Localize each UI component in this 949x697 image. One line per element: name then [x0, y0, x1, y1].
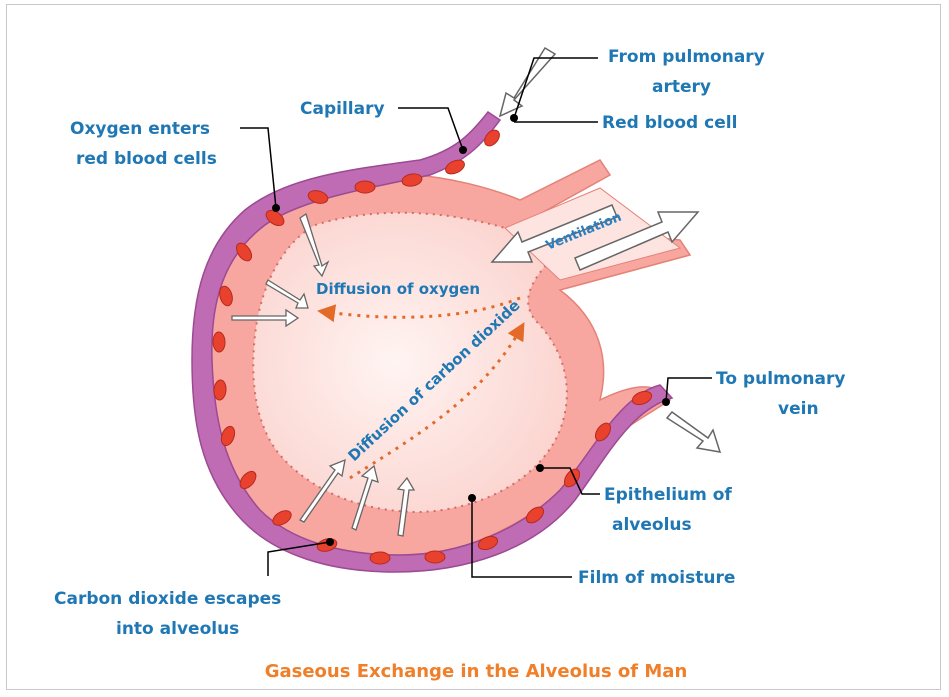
label-capillary: Capillary: [300, 99, 385, 119]
label-red-blood-cell: Red blood cell: [602, 113, 737, 133]
label-to-pulmonary-vein: To pulmonary: [716, 369, 845, 389]
label-epithelium: Epithelium of: [604, 485, 732, 505]
label-epithelium-line2: alveolus: [612, 515, 692, 535]
label-from-pulmonary-artery-line2: artery: [652, 77, 711, 97]
label-from-pulmonary-artery: From pulmonary: [608, 47, 765, 67]
label-diffusion-oxygen: Diffusion of oxygen: [316, 280, 480, 298]
label-co2-escapes: Carbon dioxide escapes: [54, 589, 281, 609]
label-oxygen-enters-line2: red blood cells: [76, 149, 217, 169]
label-oxygen-enters: Oxygen enters: [70, 119, 210, 139]
diagram-title: Gaseous Exchange in the Alveolus of Man: [265, 661, 688, 682]
label-to-pulmonary-vein-line2: vein: [778, 399, 819, 419]
label-film-of-moisture: Film of moisture: [578, 568, 735, 588]
label-co2-escapes-line2: into alveolus: [116, 619, 239, 639]
